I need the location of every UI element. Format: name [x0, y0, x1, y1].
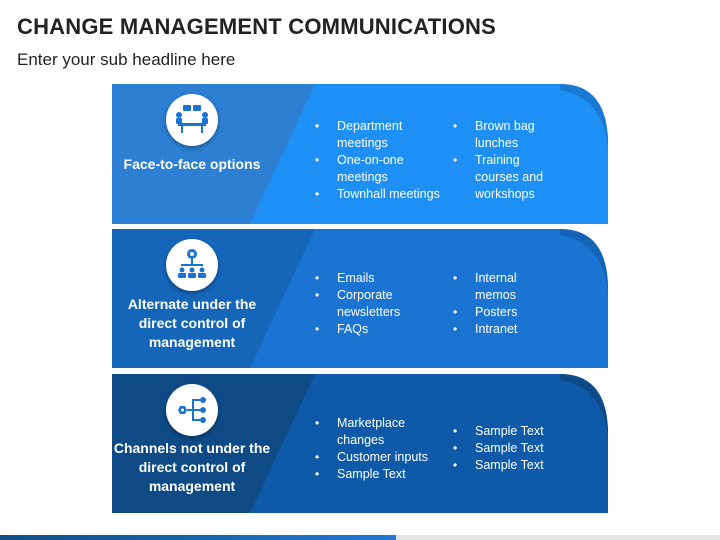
- row-1-label: Face-to-face options: [123, 156, 261, 172]
- list-item: Department meetings: [313, 118, 453, 152]
- list-item: Corporate newsletters: [313, 287, 453, 321]
- row-3-list-left: Marketplace changes Customer inputs Samp…: [313, 415, 453, 483]
- list-item: Internal memos: [451, 270, 561, 304]
- list-item: Sample Text: [451, 457, 561, 474]
- list-item: Marketplace changes: [313, 415, 453, 449]
- row-3-label: Channels not under the direct control of…: [113, 440, 271, 494]
- list-item: Townhall meetings: [313, 186, 453, 203]
- page-title: CHANGE MANAGEMENT COMMUNICATIONS: [17, 14, 496, 39]
- row-1-list-right: Brown bag lunches Training courses and w…: [451, 118, 561, 203]
- list-item: Brown bag lunches: [451, 118, 561, 152]
- row-2-label: Alternate under the direct control of ma…: [127, 296, 257, 350]
- row-1-icon-circle: [166, 94, 218, 146]
- page-subtitle: Enter your sub headline here: [17, 50, 236, 69]
- row-3-icon-circle: [166, 384, 218, 436]
- list-item: Posters: [451, 304, 561, 321]
- row-2-icon-circle: [166, 239, 218, 291]
- list-item: Intranet: [451, 321, 561, 338]
- list-item: Sample Text: [451, 440, 561, 457]
- network-icon: [178, 397, 206, 423]
- row-1-list-left: Department meetings One-on-one meetings …: [313, 118, 453, 203]
- org-chart-icon: [178, 249, 206, 278]
- list-item: One-on-one meetings: [313, 152, 453, 186]
- row-2-list-left: Emails Corporate newsletters FAQs: [313, 270, 453, 338]
- list-item: Emails: [313, 270, 453, 287]
- list-item: Sample Text: [451, 423, 561, 440]
- footer-accent-bar: [0, 535, 720, 540]
- meeting-icon: [176, 105, 208, 133]
- row-3-list-right: Sample Text Sample Text Sample Text: [451, 423, 561, 474]
- list-item: Sample Text: [313, 466, 453, 483]
- list-item: Customer inputs: [313, 449, 453, 466]
- row-2-list-right: Internal memos Posters Intranet: [451, 270, 561, 338]
- list-item: FAQs: [313, 321, 453, 338]
- list-item: Training courses and workshops: [451, 152, 561, 203]
